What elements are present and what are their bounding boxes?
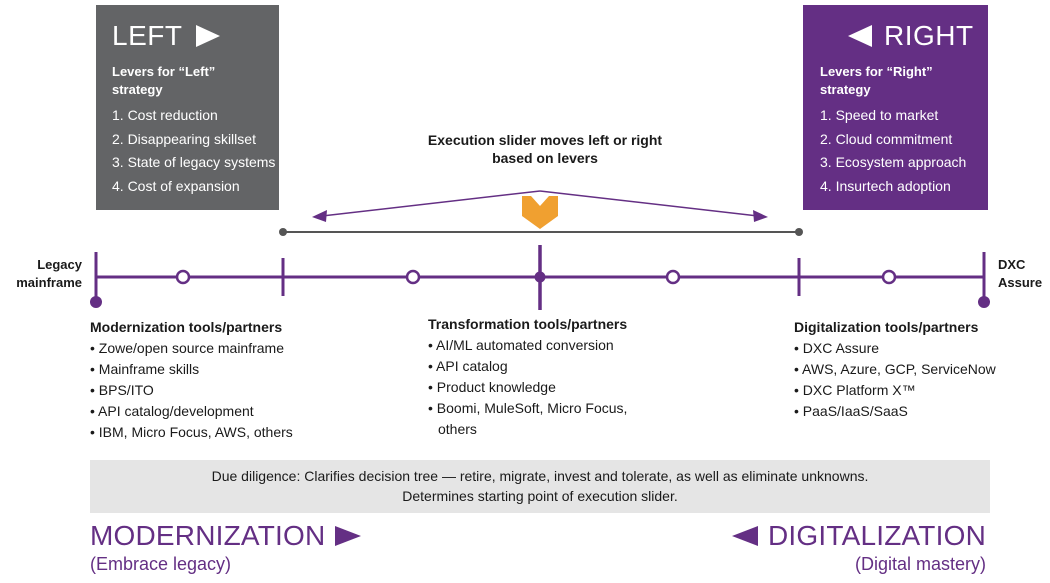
list-item: IBM, Micro Focus, AWS, others xyxy=(90,422,330,443)
list-item: BPS/ITO xyxy=(90,380,330,401)
footer-left-title: MODERNIZATION xyxy=(90,520,326,551)
timeline-node xyxy=(665,269,681,285)
list-item: API catalog/development xyxy=(90,401,330,422)
left-strategy-box: LEFT Levers for “Left” strategy 1. Cost … xyxy=(96,5,279,210)
footer-right: DIGITALIZATION (Digital mastery) xyxy=(732,520,986,575)
range-bar-left-dot xyxy=(279,228,287,236)
right-strategy-box: RIGHT Levers for “Right” strategy 1. Spe… xyxy=(803,5,988,210)
due-diligence-band: Due diligence: Clarifies decision tree —… xyxy=(90,460,990,513)
right-levers-list: 1. Speed to market 2. Cloud commitment 3… xyxy=(820,104,988,198)
list-item: DXC Assure xyxy=(794,338,1034,359)
transformation-title: Transformation tools/partners xyxy=(428,316,628,332)
list-item: Product knowledge xyxy=(428,377,648,398)
slider-arrow-right-line xyxy=(539,190,759,217)
slider-arrow-right-icon xyxy=(753,210,768,222)
list-item: AWS, Azure, GCP, ServiceNow xyxy=(794,359,1034,380)
due-diligence-line2: Determines starting point of execution s… xyxy=(402,487,678,504)
right-box-heading: RIGHT xyxy=(884,20,974,51)
modernization-list: Zowe/open source mainframe Mainframe ski… xyxy=(90,338,330,443)
transformation-column: Transformation tools/partners AI/ML auto… xyxy=(428,316,668,440)
footer-left: MODERNIZATION (Embrace legacy) xyxy=(90,520,362,575)
timeline-node xyxy=(405,269,421,285)
orange-chevron-icon xyxy=(522,196,558,229)
digitalization-column: Digitalization tools/partners DXC Assure… xyxy=(794,319,1034,422)
list-item: Zowe/open source mainframe xyxy=(90,338,330,359)
digitalization-title: Digitalization tools/partners xyxy=(794,319,979,335)
right-arrow-icon xyxy=(335,526,362,546)
timeline-center-dot xyxy=(534,271,546,283)
due-diligence-line1: Due diligence: Clarifies decision tree —… xyxy=(211,468,869,484)
list-item: 3. State of legacy systems xyxy=(112,154,276,170)
footer-right-title: DIGITALIZATION xyxy=(768,520,986,551)
digitalization-list: DXC Assure AWS, Azure, GCP, ServiceNow D… xyxy=(794,338,1034,422)
timeline-end-right-dot xyxy=(978,296,990,308)
timeline-end-left-dot xyxy=(90,296,102,308)
list-item: API catalog xyxy=(428,356,648,377)
left-levers-list: 1. Cost reduction 2. Disappearing skills… xyxy=(112,104,279,198)
list-item: 4. Insurtech adoption xyxy=(820,177,951,194)
list-item: 2. Disappearing skillset xyxy=(112,130,256,147)
slider-arrow-left-icon xyxy=(312,210,327,222)
list-item: 4. Cost of expansion xyxy=(112,177,240,194)
left-arrow-icon xyxy=(848,25,872,47)
left-box-heading: LEFT xyxy=(112,20,183,51)
endpoint-right-label: DXC Assure xyxy=(998,257,1043,290)
left-arrow-icon xyxy=(732,526,758,546)
endpoint-left-label: Legacy mainframe xyxy=(16,257,82,290)
footer-left-subtitle: (Embrace legacy) xyxy=(90,554,232,574)
timeline-node xyxy=(175,269,191,285)
list-item: Boomi, MuleSoft, Micro Focus, others xyxy=(428,398,648,440)
left-box-subheading: Levers for “Left” strategy xyxy=(112,64,216,97)
timeline-node xyxy=(881,269,897,285)
right-box-subheading: Levers for “Right” strategy xyxy=(820,64,933,97)
slider-caption: Execution slider moves left or right bas… xyxy=(427,132,663,166)
list-item: 2. Cloud commitment xyxy=(820,130,953,147)
right-arrow-icon xyxy=(196,25,221,47)
list-item: Mainframe skills xyxy=(90,359,330,380)
modernization-title: Modernization tools/partners xyxy=(90,319,283,335)
list-item: 3. Ecosystem approach xyxy=(820,154,967,170)
transformation-list: AI/ML automated conversion API catalog P… xyxy=(428,335,648,440)
modernization-column: Modernization tools/partners Zowe/open s… xyxy=(90,319,330,443)
list-item: 1. Cost reduction xyxy=(112,107,218,123)
footer-right-subtitle: (Digital mastery) xyxy=(854,554,986,574)
list-item: PaaS/IaaS/SaaS xyxy=(794,401,1034,422)
list-item: AI/ML automated conversion xyxy=(428,335,648,356)
slider-arrow-left-line xyxy=(321,190,541,217)
list-item: 1. Speed to market xyxy=(820,107,939,123)
range-bar-right-dot xyxy=(795,228,803,236)
list-item: DXC Platform X™ xyxy=(794,380,1034,401)
